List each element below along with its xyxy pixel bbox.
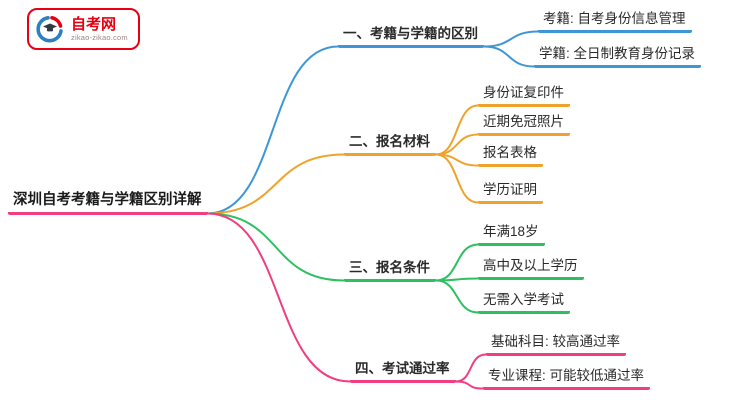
mindmap-branch-2-child-2: 近期免冠照片 — [478, 112, 570, 136]
mindmap-branch-1-child-2: 学籍: 全日制教育身份记录 — [534, 44, 702, 68]
node-label: 考籍: 自考身份信息管理 — [543, 11, 686, 26]
logo-subtitle: zikao-zikao.com — [71, 33, 128, 42]
node-label: 年满18岁 — [483, 224, 539, 239]
node-label: 高中及以上学历 — [483, 258, 578, 273]
mindmap-branch-2-child-1: 身份证复印件 — [478, 83, 570, 107]
node-label: 学历证明 — [483, 182, 537, 197]
logo-title: 自考网 — [71, 16, 117, 33]
node-label: 学籍: 全日制教育身份记录 — [539, 46, 696, 61]
mindmap-root-node: 深圳自考考籍与学籍区别详解 — [8, 191, 208, 215]
node-label: 专业课程: 可能较低通过率 — [488, 368, 645, 383]
mindmap-branch-2: 二、报名材料 — [344, 132, 436, 156]
mindmap-branch-4-child-1: 基础科目: 较高通过率 — [486, 332, 627, 356]
mindmap-branch-3: 三、报名条件 — [344, 258, 436, 282]
node-label: 报名表格 — [483, 145, 537, 160]
mindmap-branch-2-label: 二、报名材料 — [349, 134, 430, 149]
mindmap-branch-3-child-1: 年满18岁 — [478, 222, 545, 246]
mindmap-root-label: 深圳自考考籍与学籍区别详解 — [13, 192, 202, 208]
node-label: 身份证复印件 — [483, 85, 564, 100]
mindmap-branch-1-child-1: 考籍: 自考身份信息管理 — [538, 9, 692, 33]
mindmap-branch-3-label: 三、报名条件 — [349, 260, 430, 275]
mindmap-branch-3-child-3: 无需入学考试 — [478, 290, 570, 314]
mindmap-branch-2-child-3: 报名表格 — [478, 143, 543, 167]
mindmap-branch-3-child-2: 高中及以上学历 — [478, 256, 584, 280]
mindmap-branch-4-child-2: 专业课程: 可能较低通过率 — [483, 366, 651, 390]
node-label: 基础科目: 较高通过率 — [491, 334, 621, 349]
node-label: 无需入学考试 — [483, 292, 564, 307]
mindmap-branch-1: 一、考籍与学籍的区别 — [338, 24, 484, 48]
mindmap-branch-1-label: 一、考籍与学籍的区别 — [343, 26, 478, 41]
mindmap-branch-2-child-4: 学历证明 — [478, 180, 543, 204]
node-label: 近期免冠照片 — [483, 114, 564, 129]
site-logo: 自考网 zikao-zikao.com — [27, 8, 140, 50]
mindmap-branch-4: 四、考试通过率 — [350, 359, 456, 383]
mindmap-branch-4-label: 四、考试通过率 — [355, 361, 450, 376]
graduation-cap-icon — [36, 16, 63, 43]
